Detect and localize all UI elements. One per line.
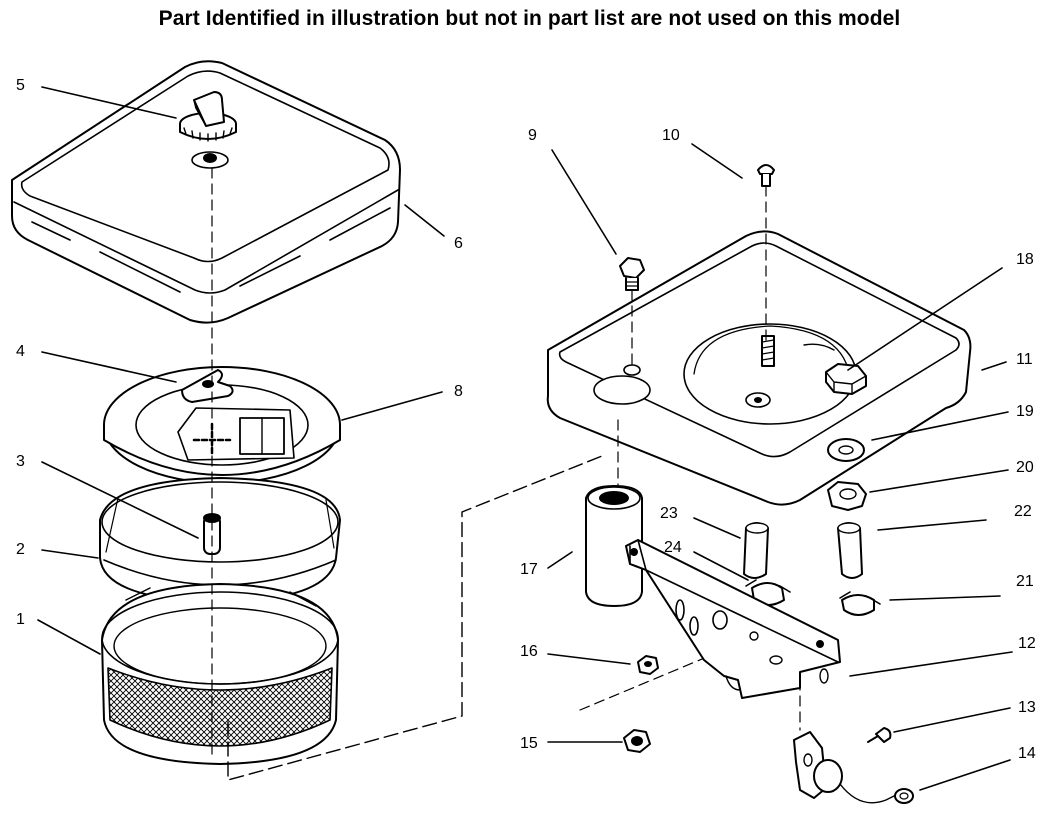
tray-stud: [761, 335, 775, 367]
base-plate-part-8: [103, 366, 341, 484]
callout-2: 2: [16, 541, 25, 558]
callout-17: 17: [520, 561, 538, 578]
hose-part-23: [743, 522, 769, 579]
screw-part-13: [867, 727, 892, 743]
callout-18: 18: [1016, 251, 1034, 268]
wing-knob-part-5: [179, 91, 237, 169]
callout-numbers: 5 6 4 8 3 2 1 9 10 18 11 19 20 22 23 24 …: [16, 77, 1036, 762]
bracket-part-12: [625, 539, 841, 699]
screw-part-10: [757, 164, 775, 187]
clamp-part-21: [839, 591, 881, 616]
diagram-title: Part Identified in illustration but not …: [158, 7, 901, 30]
nut-part-16: [637, 655, 659, 675]
callout-22: 22: [1014, 503, 1032, 520]
callout-12: 12: [1018, 635, 1036, 652]
callout-15: 15: [520, 735, 538, 752]
callout-13: 13: [1018, 699, 1036, 716]
cap-part-14: [793, 731, 914, 804]
nut-part-18: [825, 363, 867, 395]
callout-9: 9: [528, 127, 537, 144]
callout-19: 19: [1016, 403, 1034, 420]
callout-20: 20: [1016, 459, 1034, 476]
hose-part-22: [837, 522, 863, 579]
callout-8: 8: [454, 383, 463, 400]
nut-part-20: [827, 481, 867, 511]
callout-23: 23: [660, 505, 678, 522]
callout-14: 14: [1018, 745, 1036, 762]
callout-24: 24: [664, 539, 682, 556]
callout-6: 6: [454, 235, 463, 252]
assembly-link-line: [227, 455, 603, 781]
leader-lines: [37, 86, 1013, 791]
callout-11: 11: [1016, 351, 1033, 368]
callout-21: 21: [1016, 573, 1034, 590]
callout-10: 10: [662, 127, 680, 144]
callout-16: 16: [520, 643, 538, 660]
base-tray-part-11: [546, 230, 972, 506]
washer-part-19: [827, 438, 865, 462]
tube-part-17: [585, 485, 643, 607]
callout-3: 3: [16, 453, 25, 470]
base-screen-part-1: [101, 583, 339, 765]
callout-1: 1: [16, 611, 25, 628]
callout-5: 5: [16, 77, 25, 94]
wing-nut-part-4: [181, 369, 234, 403]
nut-part-15: [623, 729, 651, 753]
callout-4: 4: [16, 343, 25, 360]
bolt-part-9: [619, 257, 645, 291]
